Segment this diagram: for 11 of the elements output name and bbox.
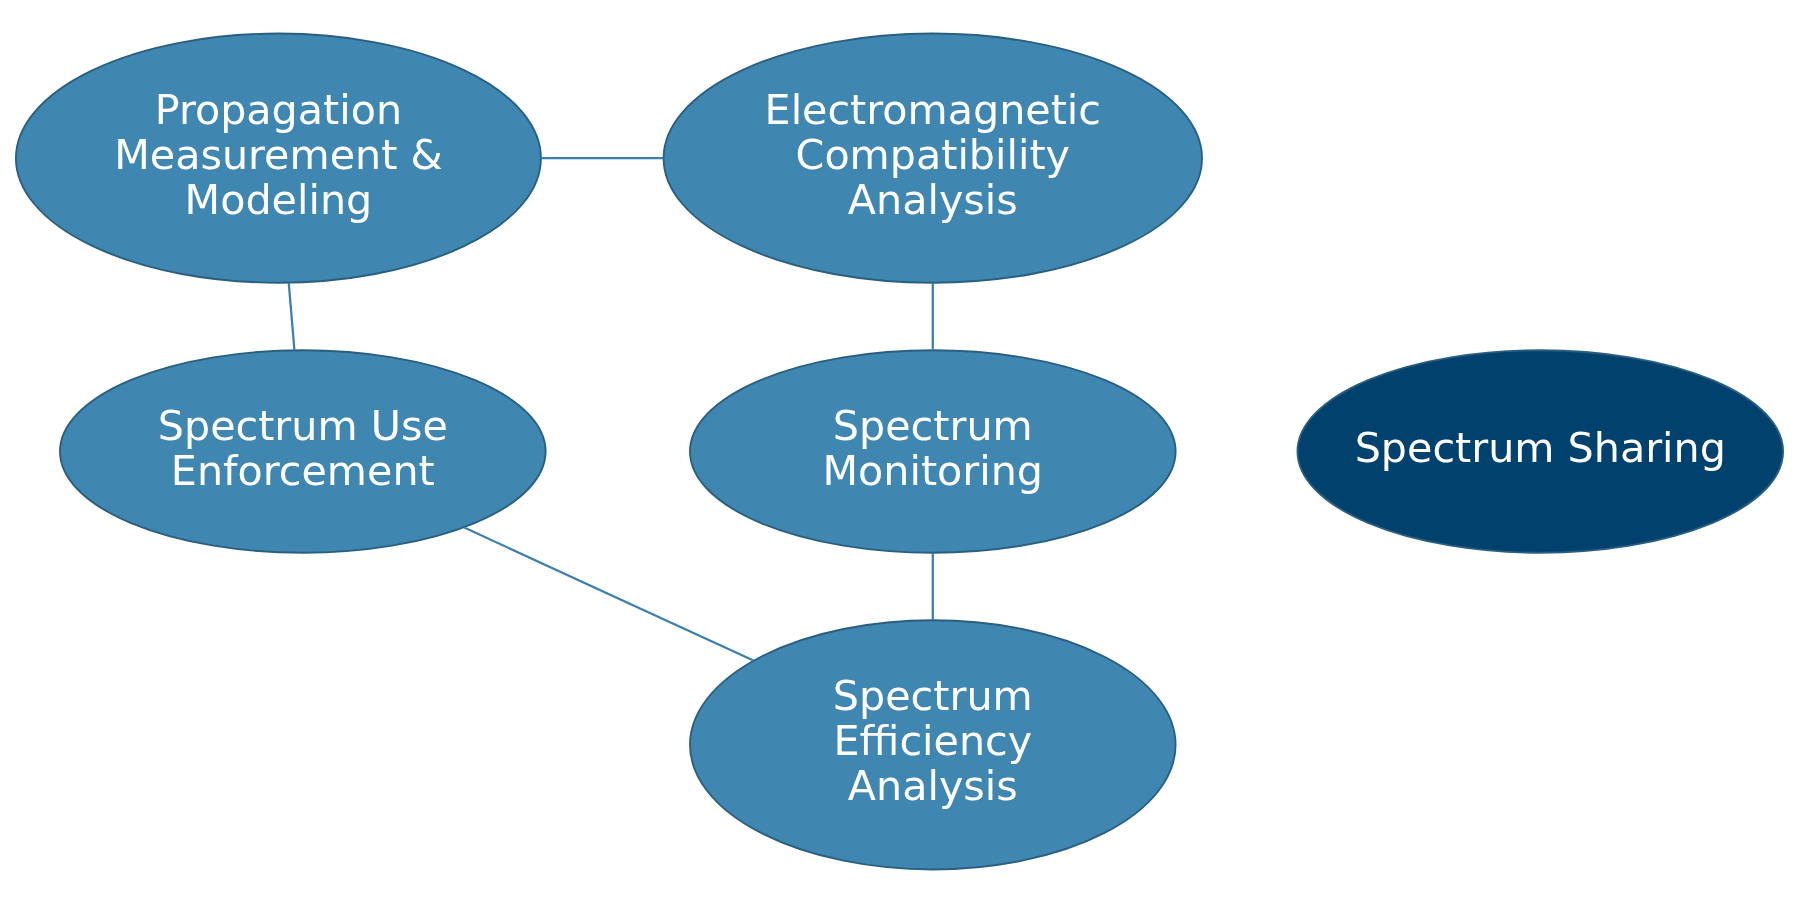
node-ellipse: Electromagnetic Compatibility Analysis xyxy=(662,32,1203,284)
connector xyxy=(931,553,934,621)
node-ellipse: Spectrum Efficiency Analysis xyxy=(689,619,1177,871)
connector xyxy=(287,282,296,351)
connector xyxy=(931,282,934,350)
node-ellipse: Propagation Measurement & Modeling xyxy=(14,32,542,284)
node-ellipse: Spectrum Sharing xyxy=(1296,349,1785,554)
node-ellipse: Spectrum Use Enforcement xyxy=(59,349,547,554)
node-ellipse: Spectrum Monitoring xyxy=(689,349,1177,554)
connector xyxy=(541,157,664,160)
connector xyxy=(463,526,754,662)
